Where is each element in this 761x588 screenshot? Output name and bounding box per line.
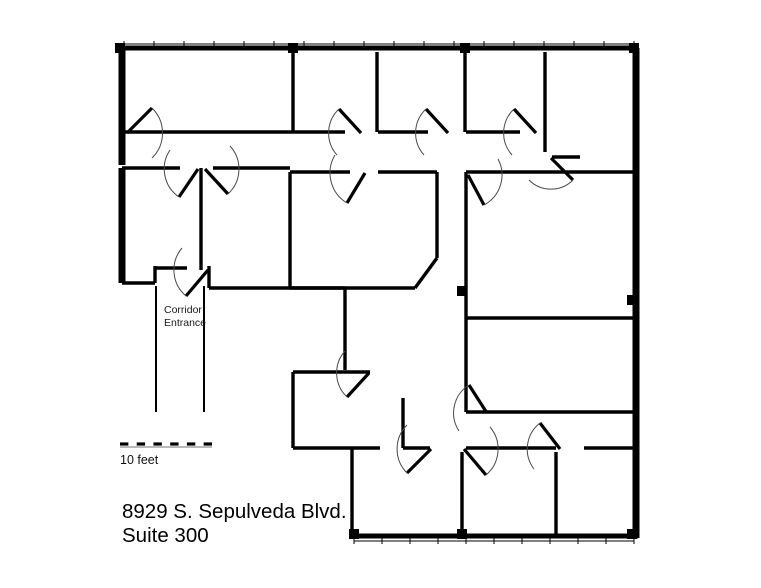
column-nw — [115, 43, 125, 53]
door-se-lower-swing-arc — [526, 422, 541, 470]
door-office-n3-swing-arc — [415, 108, 427, 156]
door-office-n3-leaf — [424, 107, 450, 135]
door-mid-room-leaf — [345, 172, 367, 204]
column-mid-west — [457, 286, 467, 296]
scale-bar — [120, 442, 212, 448]
column-n-1 — [288, 43, 298, 53]
door-group — [125, 106, 575, 477]
column-ne — [629, 43, 639, 53]
door-interior-right-swing-arc — [227, 145, 240, 195]
door-sw-room-swing-arc — [336, 350, 348, 398]
door-sw-room-leaf — [345, 371, 371, 399]
door-mid-room-swing-arc — [329, 154, 348, 204]
address-line-1: 8929 S. Sepulveda Blvd. — [122, 500, 347, 523]
door-south-right-leaf — [462, 447, 488, 477]
door-south-left-swing-arc — [396, 424, 408, 474]
door-office-nw-leaf — [125, 106, 154, 135]
door-corridor-swing-arc — [173, 247, 187, 297]
column-n-2 — [460, 43, 470, 53]
door-office-n2-swing-arc — [328, 108, 340, 156]
door-interior-right-leaf — [203, 167, 230, 196]
door-interior-left-swing-arc — [163, 149, 180, 198]
door-se-upper-leaf — [467, 384, 489, 414]
corridor-lines — [155, 286, 205, 412]
door-south-right-swing-arc — [485, 426, 499, 476]
door-office-n5-swing-arc — [528, 179, 574, 190]
door-se-upper-swing-arc — [453, 384, 470, 432]
door-interior-left-leaf — [177, 168, 200, 198]
door-se-lower-leaf — [538, 422, 562, 450]
door-office-n4-swing-arc — [503, 108, 515, 156]
door-east-block-leaf — [466, 174, 486, 206]
door-east-block-swing-arc — [483, 158, 503, 206]
column-group — [115, 43, 639, 539]
door-office-n4-leaf — [512, 107, 538, 135]
door-office-n2-leaf — [337, 107, 363, 135]
door-south-left-leaf — [405, 447, 433, 475]
corridor-entrance-label-line2: Entrance — [164, 317, 206, 329]
column-s-mid — [457, 529, 467, 539]
angled-chamfer — [413, 256, 439, 290]
scale-bar-label: 10 feet — [120, 453, 159, 467]
column-se — [627, 529, 637, 539]
address-line-2: Suite 300 — [122, 524, 209, 547]
door-office-nw-swing-arc — [151, 107, 164, 159]
wall-group — [118, 45, 640, 539]
column-sw — [349, 529, 359, 539]
corridor-entrance-label-line1: Corridor — [164, 304, 202, 316]
door-office-n5-leaf — [549, 156, 575, 182]
door-corridor-leaf — [184, 268, 210, 298]
column-mid-east — [627, 295, 637, 305]
